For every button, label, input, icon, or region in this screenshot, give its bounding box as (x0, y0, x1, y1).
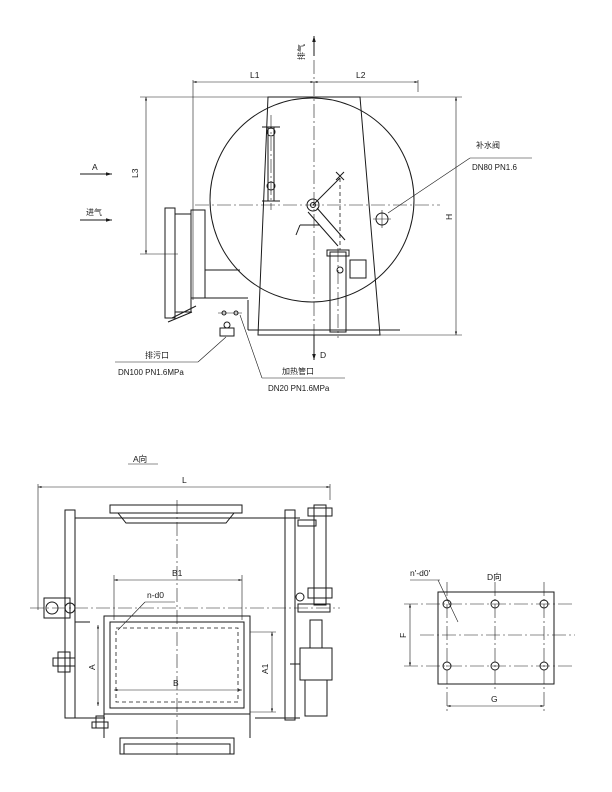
right-gauge (295, 504, 333, 613)
outlet-flange (103, 615, 251, 755)
heat-port (218, 310, 242, 316)
dim-b1: B1 (172, 568, 183, 578)
top-view: L1 L2 排气 L3 H (80, 36, 532, 393)
housing-body (257, 96, 381, 336)
dim-l2: L2 (356, 70, 366, 80)
drain-spec: DN100 PN1.6MPa (118, 368, 184, 377)
heat-spec: DN20 PN1.6MPa (268, 384, 330, 393)
drain-port (219, 321, 235, 337)
bolt-holes (442, 599, 549, 671)
dim-h: H (444, 214, 454, 220)
arrow-d: D (320, 350, 326, 360)
main-disc (209, 97, 415, 303)
dim-a1: A1 (260, 663, 270, 674)
flange-plate (437, 591, 555, 685)
dim-a: A (87, 664, 97, 670)
left-lever (43, 597, 90, 673)
dim-g: G (491, 694, 498, 704)
arrow-a: A (92, 162, 98, 172)
dim-b: B (173, 678, 179, 688)
lever-mechanism (295, 171, 346, 250)
inlet-flange (164, 207, 248, 323)
front-view: A向 L B1 n-d0 (30, 454, 340, 755)
dim-l: L (182, 475, 187, 485)
heat-label: 加热管口 (282, 366, 314, 376)
dim-nd0: n-d0 (147, 590, 164, 600)
drain-label: 排污口 (145, 350, 169, 360)
dim-l1: L1 (250, 70, 260, 80)
dim-l3: L3 (130, 168, 140, 178)
float-pipe (326, 248, 367, 338)
dim-nd0p: n'-d0' (410, 568, 431, 578)
valve-label: 补水阀 (476, 140, 500, 150)
refill-valve-symbol (373, 210, 391, 228)
level-gauge (262, 115, 280, 210)
d-view: D向 n'-d0' F G (398, 568, 575, 712)
intake-label: 进气 (86, 207, 102, 217)
valve-spec: DN80 PN1.6 (472, 163, 517, 172)
dim-f: F (398, 633, 408, 638)
float-assembly (290, 619, 333, 717)
exhaust-label: 排气 (296, 44, 306, 60)
housing-frame (64, 504, 300, 721)
view-title-d: D向 (487, 572, 502, 582)
view-title-a: A向 (133, 454, 147, 464)
